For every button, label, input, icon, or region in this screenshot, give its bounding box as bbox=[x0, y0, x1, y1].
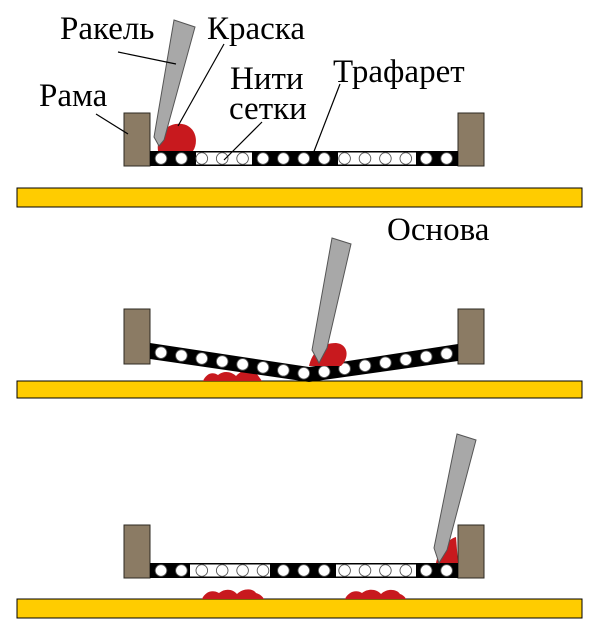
substrate-2 bbox=[16, 380, 583, 399]
mesh-thread bbox=[215, 564, 229, 577]
mesh-thread bbox=[154, 564, 168, 577]
frame-left-1 bbox=[123, 112, 151, 167]
open-region bbox=[336, 564, 416, 577]
mesh-thread bbox=[338, 564, 351, 577]
leader-mesh bbox=[223, 121, 263, 161]
mesh-thread bbox=[256, 564, 270, 577]
mesh-thread bbox=[256, 152, 270, 165]
mesh-thread bbox=[358, 152, 372, 165]
mesh-thread bbox=[297, 366, 311, 380]
mesh-thread bbox=[317, 564, 331, 577]
mesh-thread bbox=[379, 356, 392, 369]
mesh-thread bbox=[175, 349, 188, 362]
mesh-thread bbox=[440, 564, 453, 577]
frame-left-3 bbox=[123, 524, 151, 579]
stage-2 bbox=[16, 237, 583, 399]
mesh-thread bbox=[154, 346, 168, 359]
mesh-thread bbox=[297, 152, 311, 165]
frame-right-3 bbox=[457, 524, 485, 579]
mesh-thread bbox=[277, 152, 290, 165]
label-squeegee: Ракель bbox=[60, 11, 154, 47]
mesh-thread bbox=[175, 564, 188, 577]
frame-right-2 bbox=[457, 308, 485, 365]
mesh-threads-3 bbox=[154, 564, 453, 577]
mesh-thread bbox=[195, 152, 209, 165]
mesh-thread bbox=[215, 355, 229, 368]
ink-deposit-3b bbox=[345, 589, 406, 599]
mesh-thread bbox=[317, 365, 331, 379]
open-region bbox=[338, 152, 416, 165]
squeegee-1 bbox=[153, 19, 196, 147]
leader-frame bbox=[95, 113, 129, 135]
mesh-thread bbox=[195, 352, 209, 365]
frame-left-2 bbox=[123, 308, 151, 365]
mesh-thread bbox=[236, 358, 249, 371]
mesh-thread bbox=[379, 564, 392, 577]
mesh-thread bbox=[236, 152, 249, 165]
mesh-threads-2 bbox=[154, 346, 453, 380]
mesh-thread bbox=[399, 152, 413, 165]
mesh-thread bbox=[338, 362, 351, 375]
mesh-thread bbox=[236, 564, 249, 577]
mesh-thread bbox=[358, 564, 372, 577]
mesh-thread bbox=[440, 347, 453, 360]
mesh-thread bbox=[399, 564, 413, 577]
label-stencil: Трафарет bbox=[333, 54, 465, 90]
leader-lines bbox=[95, 43, 341, 161]
mesh-thread bbox=[277, 364, 290, 377]
label-ink: Краска bbox=[207, 11, 305, 47]
mesh-thread bbox=[154, 152, 168, 165]
substrate-1 bbox=[16, 187, 583, 208]
mesh-thread bbox=[215, 152, 229, 165]
mesh-thread bbox=[195, 564, 209, 577]
ink-blob-1 bbox=[157, 123, 196, 151]
mesh-thread bbox=[297, 564, 311, 577]
frame-right-1 bbox=[457, 112, 485, 167]
leader-ink bbox=[177, 43, 225, 127]
mesh-threads-1 bbox=[154, 152, 453, 165]
mesh-thread bbox=[440, 152, 453, 165]
mesh-thread bbox=[256, 361, 270, 374]
stage-1 bbox=[16, 19, 583, 208]
mesh-thread bbox=[175, 152, 188, 165]
mesh-thread bbox=[419, 350, 433, 363]
mesh-thread bbox=[379, 152, 392, 165]
label-mesh-threads-line2: сетки bbox=[229, 91, 307, 127]
label-mesh-threads-line1: Нити bbox=[230, 61, 304, 97]
leader-stencil bbox=[312, 83, 341, 155]
mesh-thread bbox=[399, 353, 413, 366]
open-region bbox=[190, 564, 270, 577]
leader-squeegee bbox=[117, 51, 177, 65]
mesh-thread bbox=[419, 564, 433, 577]
mesh-thread bbox=[358, 359, 372, 372]
mesh-thread bbox=[317, 152, 331, 165]
label-substrate: Основа bbox=[387, 212, 490, 248]
ink-deposit-3a bbox=[202, 589, 264, 599]
substrate-3 bbox=[16, 598, 583, 619]
stage-3 bbox=[16, 433, 583, 619]
squeegee-2 bbox=[311, 237, 352, 365]
label-frame: Рама bbox=[39, 78, 108, 114]
mesh-thread bbox=[338, 152, 351, 165]
mesh-thread bbox=[277, 564, 290, 577]
squeegee-3 bbox=[433, 433, 477, 565]
mesh-thread bbox=[419, 152, 433, 165]
